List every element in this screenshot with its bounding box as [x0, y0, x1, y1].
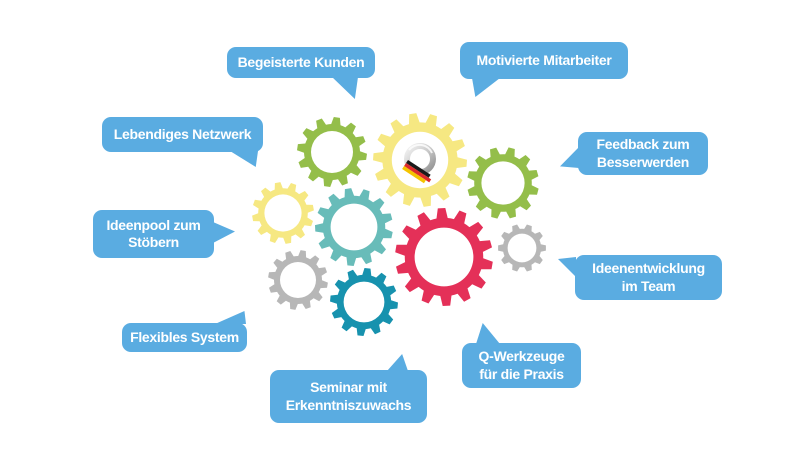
q-ring-highlight	[408, 143, 433, 154]
gear-green-top-left	[297, 117, 367, 187]
bubble-ideenentwicklung-im-team: Ideenentwicklung im Team	[558, 255, 722, 300]
bubble-label: Ideenentwicklung im Team	[592, 260, 705, 294]
bubble-label: Seminar mit Erkenntniszuwachs	[285, 379, 412, 413]
gear-green-right	[467, 147, 539, 219]
bubble-begeisterte-kunden: Begeisterte Kunden	[227, 47, 375, 99]
gear-teal-center	[315, 188, 393, 266]
bubble-motivierte-mitarbeiter: Motivierte Mitarbeiter	[460, 42, 628, 97]
bubble-feedback-zum-besserwerden: Feedback zum Besserwerden	[560, 132, 708, 175]
gear-yellow-logo	[373, 113, 467, 207]
gear-gray-small-right	[498, 224, 546, 272]
q-flag-tail	[402, 160, 432, 184]
bubble-label: Q-Werkzeuge für die Praxis	[478, 348, 565, 382]
gear-gray-bottom-left	[268, 250, 328, 310]
bubble-q-werkzeuge: Q-Werkzeuge für die Praxis	[462, 323, 581, 388]
gear-crimson-big	[395, 208, 493, 306]
bubble-label: Begeisterte Kunden	[237, 53, 365, 70]
bubble-flexibles-system: Flexibles System	[122, 311, 247, 352]
gear-teal-dark-bottom	[330, 268, 398, 336]
bubble-lebendiges-netzwerk: Lebendiges Netzwerk	[102, 117, 263, 167]
bubble-seminar: Seminar mit Erkenntniszuwachs	[270, 354, 427, 423]
bubble-label: Flexibles System	[130, 328, 239, 345]
q-logo	[402, 143, 436, 184]
bubble-label: Lebendiges Netzwerk	[113, 125, 252, 142]
bubble-label: Motivierte Mitarbeiter	[476, 51, 612, 68]
gear-yellow-small-left	[252, 182, 314, 244]
bubble-label: Feedback zum Besserwerden	[596, 136, 690, 170]
bubble-ideenpool-zum-stoebern: Ideenpool zum Stöbern	[93, 210, 235, 258]
bubble-label: Ideenpool zum Stöbern	[106, 216, 201, 251]
